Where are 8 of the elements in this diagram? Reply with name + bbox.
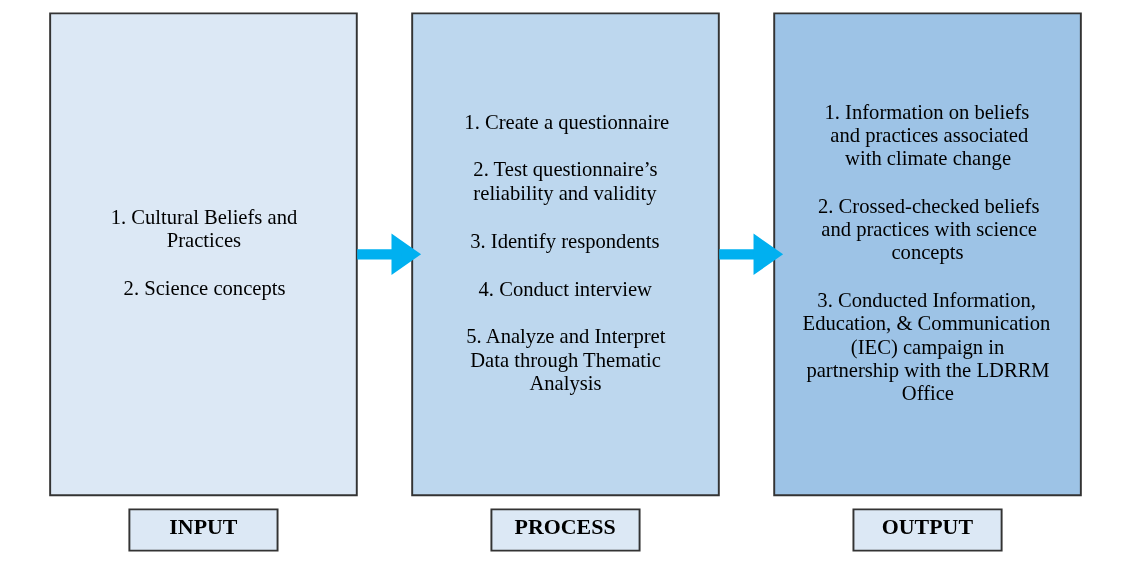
node-box: 1. Cultural Beliefs and Practices 2. Science concepts (49, 12, 358, 497)
node-box: INPUT (128, 508, 279, 552)
node-box: 1. Create a questionnaire 2. Test questionnaire’s reliability and validity 3. Identify respondents 4. Conduct interview 5. Analyze and Interpret Data through Thematic Analysis (411, 12, 720, 497)
arrow (357, 233, 422, 275)
arrow (719, 233, 784, 275)
node-box: PROCESS (490, 508, 641, 552)
node-box: OUTPUT (852, 508, 1003, 552)
node-box: 1. Information on beliefs and practices associated with climate change 2. Crossed-checked beliefs and practices with science concepts 3. Conducted Information, Education, & Communication (IEC) campaign in partnership with the LDRRM Office (773, 12, 1082, 497)
